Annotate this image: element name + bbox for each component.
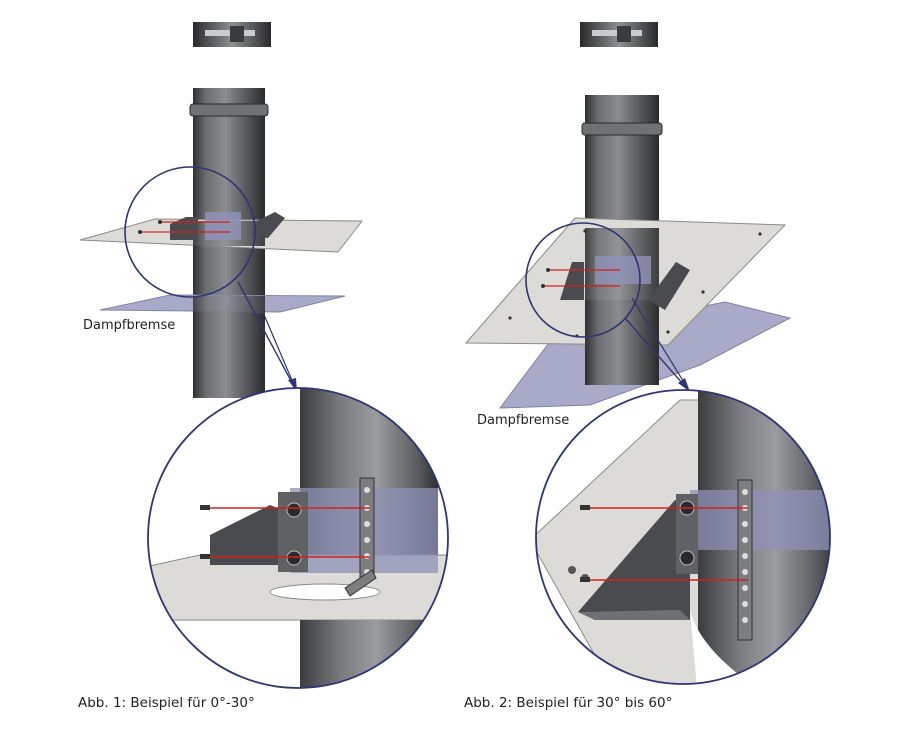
zoom-circle-1 xyxy=(147,387,449,689)
bracket-left-2 xyxy=(560,262,584,300)
figure-2 xyxy=(464,22,831,685)
clamp-part-2 xyxy=(580,22,658,47)
figure-1-caption: Abb. 1: Beispiel für 0°-30° xyxy=(78,695,255,711)
arrow-2 xyxy=(678,378,690,392)
vapor-barrier-label-2: Dampfbremse xyxy=(477,413,570,428)
band-1 xyxy=(205,212,241,240)
figure-2-caption: Abb. 2: Beispiel für 30° bis 60° xyxy=(464,695,673,711)
zoom-circle-2 xyxy=(535,389,831,685)
bracket-right-1 xyxy=(252,212,285,238)
vapor-barrier-label-1: Dampfbremse xyxy=(83,318,176,333)
bracket-right-2 xyxy=(648,262,690,310)
detail-circle-1 xyxy=(124,166,256,298)
detail-circle-2 xyxy=(525,222,641,338)
figure-1 xyxy=(79,22,449,689)
clamp-part-1 xyxy=(193,22,271,47)
bracket-left-1 xyxy=(170,217,198,240)
